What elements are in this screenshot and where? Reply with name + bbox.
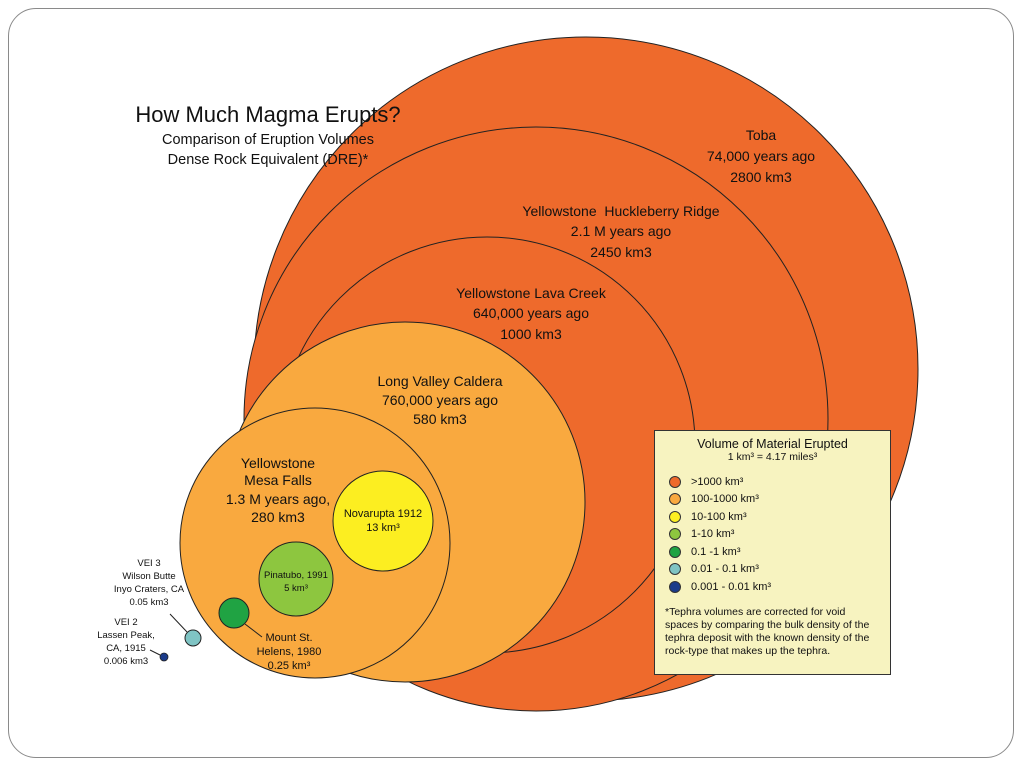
legend-item: >1000 km³	[665, 473, 880, 491]
legend-label: 100-1000 km³	[691, 493, 759, 506]
lassen-vei: VEI 2	[114, 617, 137, 628]
legend-box: Volume of Material Erupted 1 km³ = 4.17 …	[654, 430, 891, 675]
legend-swatch	[669, 493, 681, 506]
legend-items: >1000 km³ 100-1000 km³ 10-100 km³ 1-10 k…	[665, 473, 880, 596]
diagram-subtitle-2: Dense Rock Equivalent (DRE)*	[168, 152, 369, 168]
legend-item: 10-100 km³	[665, 508, 880, 526]
diagram-title: How Much Magma Erupts?	[135, 102, 400, 127]
novarupta-volume: 13 km³	[366, 522, 400, 534]
pinatubo-volume: 5 km³	[284, 583, 308, 594]
wilson-butte-vei: VEI 3	[137, 558, 160, 569]
huckleberry-name: Yellowstone Huckleberry Ridge	[522, 203, 719, 219]
lava-creek-volume: 1000 km3	[500, 326, 562, 342]
st-helens-volume: 0.25 km³	[268, 660, 311, 672]
lassen-volume: 0.006 km3	[104, 656, 148, 667]
wilson-butte-name-2: Inyo Craters, CA	[114, 584, 185, 595]
long-valley-name: Long Valley Caldera	[377, 373, 502, 389]
lava-creek-age: 640,000 years ago	[473, 305, 589, 321]
lassen-name-2: CA, 1915	[106, 643, 146, 654]
legend-swatch	[669, 545, 681, 558]
wilson-butte-leader	[169, 613, 188, 633]
huckleberry-volume: 2450 km3	[590, 244, 652, 260]
legend-subtitle: 1 km³ = 4.17 miles³	[727, 451, 818, 463]
legend-label: 10-100 km³	[691, 510, 747, 523]
huckleberry-age: 2.1 M years ago	[571, 223, 672, 239]
lassen-leader	[149, 649, 161, 656]
toba-volume: 2800 km3	[730, 169, 792, 185]
st-helens-name-1: Mount St.	[265, 632, 312, 644]
mesa-falls-name-2: Mesa Falls	[244, 472, 312, 488]
legend-label: 0.01 - 0.1 km³	[691, 563, 759, 576]
legend-label: >1000 km³	[691, 475, 744, 488]
st-helens-circle	[218, 597, 250, 629]
legend-item: 0.01 - 0.1 km³	[665, 561, 880, 579]
legend-swatch	[669, 510, 681, 523]
long-valley-age: 760,000 years ago	[382, 392, 498, 408]
diagram-subtitle: Comparison of Eruption Volumes	[162, 132, 374, 148]
legend-title: Volume of Material Erupted	[697, 437, 848, 451]
legend-swatch	[669, 475, 681, 488]
legend-swatch	[669, 580, 681, 593]
toba-name: Toba	[746, 127, 777, 143]
long-valley-volume: 580 km3	[413, 411, 467, 427]
legend-swatch	[669, 563, 681, 576]
legend-swatch	[669, 528, 681, 541]
legend-label: 1-10 km³	[691, 528, 735, 541]
toba-age: 74,000 years ago	[707, 148, 815, 164]
pinatubo-circle	[258, 541, 334, 617]
legend-item: 100-1000 km³	[665, 491, 880, 509]
wilson-butte-circle	[184, 629, 202, 647]
st-helens-leader	[244, 623, 263, 638]
lava-creek-name: Yellowstone Lava Creek	[456, 285, 607, 301]
mesa-falls-volume: 280 km3	[251, 509, 305, 525]
legend-item: 1-10 km³	[665, 526, 880, 544]
lassen-name-1: Lassen Peak,	[97, 630, 155, 641]
wilson-butte-name-1: Wilson Butte	[122, 571, 175, 582]
slide-frame	[8, 8, 1014, 758]
novarupta-circle	[332, 470, 434, 572]
legend-label: 0.1 -1 km³	[691, 545, 741, 558]
legend-item: 0.001 - 0.01 km³	[665, 578, 880, 596]
mesa-falls-age: 1.3 M years ago,	[226, 491, 330, 507]
mesa-falls-name-1: Yellowstone	[241, 455, 315, 471]
novarupta-name: Novarupta 1912	[344, 508, 422, 520]
wilson-butte-volume: 0.05 km3	[129, 597, 168, 608]
legend-note: *Tephra volumes are corrected for void s…	[665, 605, 870, 657]
st-helens-name-2: Helens, 1980	[257, 646, 322, 658]
lassen-circle	[159, 652, 169, 662]
legend-item: 0.1 -1 km³	[665, 543, 880, 561]
pinatubo-name: Pinatubo, 1991	[264, 570, 328, 581]
legend-label: 0.001 - 0.01 km³	[691, 580, 772, 593]
